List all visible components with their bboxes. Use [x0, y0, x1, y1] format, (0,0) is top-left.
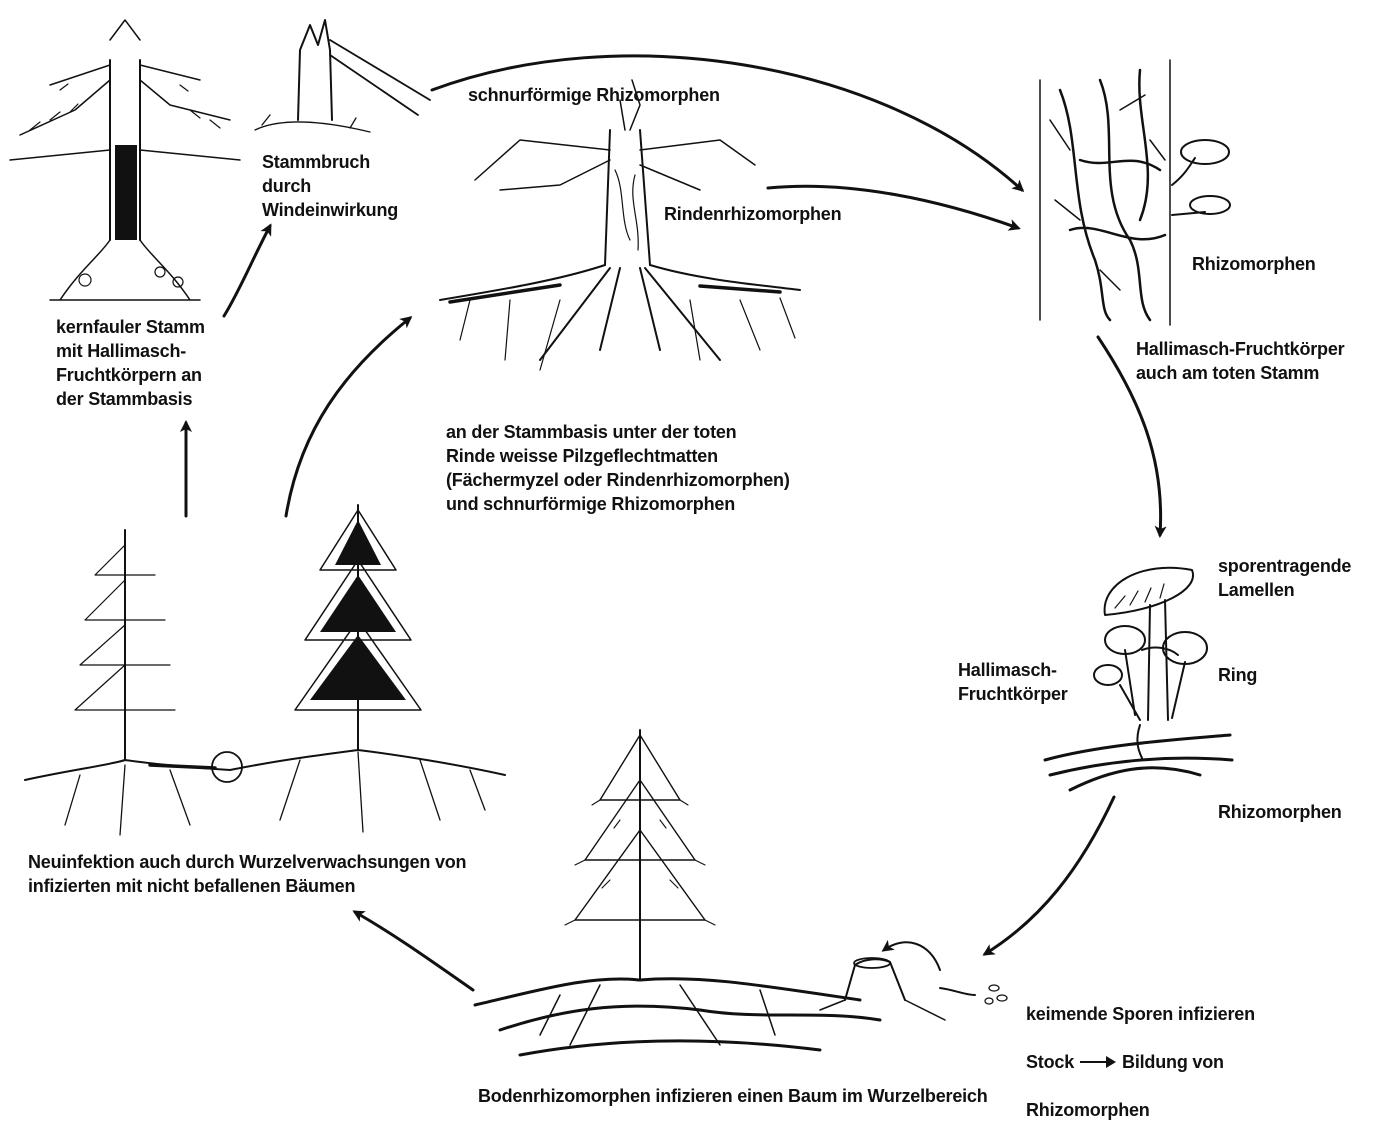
- bark-rhizomorph-illustration: [1040, 60, 1230, 325]
- arrow-top: [432, 56, 1022, 190]
- mushroom-cluster-illustration: [1045, 568, 1232, 790]
- soil-rhizomorph-illustration: [475, 730, 1007, 1055]
- label-hallimasch: Hallimasch- Fruchtkörper: [958, 658, 1068, 706]
- label-schnurfoermig: schnurförmige Rhizomorphen: [468, 83, 720, 107]
- stammbruch-illustration: [255, 20, 430, 132]
- arrow-lower-right: [985, 797, 1114, 954]
- arrow-to-stammbruch: [224, 226, 270, 316]
- label-fruchtkoerper-stamm: Hallimasch-Fruchtkörper auch am toten St…: [1136, 337, 1344, 385]
- label-stammbasis: an der Stammbasis unter der toten Rinde …: [446, 420, 790, 516]
- label-ring: Ring: [1218, 663, 1257, 687]
- arrow-bottom-left: [355, 912, 473, 990]
- label-neuinfektion: Neuinfektion auch durch Wurzelverwachsun…: [28, 850, 466, 898]
- label-stammbruch: Stammbruch durch Windeinwirkung: [262, 150, 398, 222]
- keimende-stock: Stock: [1026, 1050, 1074, 1074]
- label-bodenrhizomorphen: Bodenrhizomorphen infizieren einen Baum …: [478, 1084, 988, 1108]
- kernfaul-tree-illustration: [10, 20, 240, 300]
- keimende-bildung: Bildung von: [1122, 1050, 1224, 1074]
- root-grafting-illustration: [25, 505, 505, 835]
- label-lamellen: sporentragende Lamellen: [1218, 554, 1351, 602]
- label-kernfaul: kernfauler Stamm mit Hallimasch- Fruchtk…: [56, 315, 205, 411]
- arrow-mid-up: [286, 318, 410, 516]
- label-keimende-sporen: keimende Sporen infizieren Stock Bildung…: [1026, 978, 1255, 1146]
- label-rhizomorphen-bottom: Rhizomorphen: [1218, 800, 1342, 824]
- keimende-line-1: keimende Sporen infizieren: [1026, 1002, 1255, 1026]
- label-rhizomorphen-top: Rhizomorphen: [1192, 252, 1316, 276]
- keimende-line-3: Rhizomorphen: [1026, 1098, 1255, 1122]
- right-arrow-icon: [1078, 1055, 1118, 1069]
- label-rindenrhizomorphen: Rindenrhizomorphen: [664, 202, 841, 226]
- keimende-line-2: Stock Bildung von: [1026, 1050, 1255, 1074]
- life-cycle-diagram: [0, 0, 1374, 1108]
